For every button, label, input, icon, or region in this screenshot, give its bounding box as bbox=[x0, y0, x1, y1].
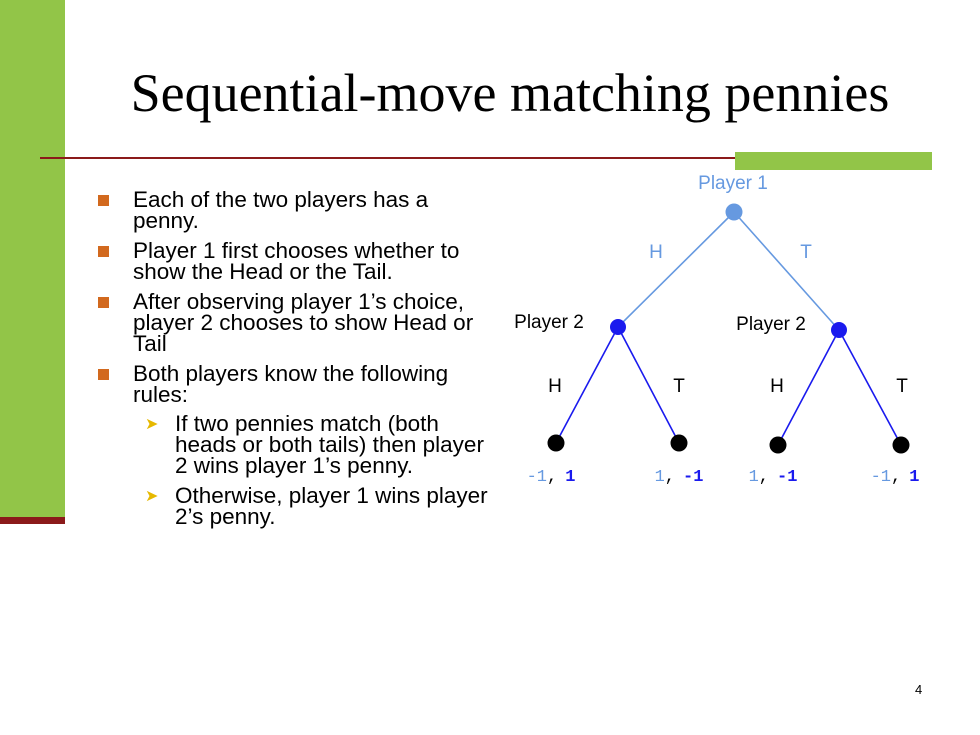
sub-bullet-text: Otherwise, player 1 wins player 2’s penn… bbox=[175, 483, 488, 529]
square-bullet-icon bbox=[98, 246, 109, 257]
right-edge-label-t: T bbox=[896, 376, 908, 397]
game-tree: Player 1 H T Player 2 Player 2 H T H T -… bbox=[514, 173, 920, 487]
bullet-text: Both players know the following rules: bbox=[133, 361, 449, 407]
player2-right-node bbox=[831, 322, 847, 338]
title-divider bbox=[40, 157, 932, 159]
divider-accent bbox=[735, 152, 932, 170]
terminal-node bbox=[769, 436, 787, 454]
sub-bullet-item: ➤ Otherwise, player 1 wins player 2’s pe… bbox=[133, 483, 491, 529]
payoff-label: -1, 1 bbox=[871, 468, 920, 487]
root-edge-label-t: T bbox=[800, 242, 812, 263]
bullet-list: Each of the two players has a penny. Pla… bbox=[96, 187, 491, 536]
left-accent-bar-base bbox=[0, 517, 65, 524]
terminal-node bbox=[670, 434, 688, 452]
payoff-p2: 1 bbox=[565, 468, 575, 487]
payoff-p1: 1 bbox=[749, 468, 759, 487]
bullet-item: After observing player 1’s choice, playe… bbox=[96, 289, 491, 356]
payoff-separator: , bbox=[665, 468, 675, 487]
right-edge-label-h: H bbox=[770, 376, 784, 397]
payoff-separator: , bbox=[547, 468, 557, 487]
bullet-text: Player 1 first chooses whether to show t… bbox=[133, 238, 460, 284]
payoff-label: 1, -1 bbox=[749, 468, 798, 487]
payoff-p1: -1 bbox=[527, 468, 547, 487]
payoff-label: 1, -1 bbox=[655, 468, 704, 487]
bullet-text: Each of the two players has a penny. bbox=[133, 187, 429, 233]
root-node bbox=[725, 203, 743, 221]
bullet-item: Player 1 first chooses whether to show t… bbox=[96, 238, 491, 284]
square-bullet-icon bbox=[98, 369, 109, 380]
square-bullet-icon bbox=[98, 297, 109, 308]
left-edge-label-h: H bbox=[548, 376, 562, 397]
edge-root-right bbox=[733, 211, 840, 331]
payoff-p1: -1 bbox=[871, 468, 891, 487]
right-player-label: Player 2 bbox=[736, 314, 806, 335]
sub-bullet-list: ➤ If two pennies match (both heads or bo… bbox=[133, 411, 491, 529]
sub-bullet-text: If two pennies match (both heads or both… bbox=[175, 411, 484, 478]
arrow-bullet-icon: ➤ bbox=[145, 488, 159, 505]
root-edge-label-h: H bbox=[649, 242, 663, 263]
bullet-text: After observing player 1’s choice, playe… bbox=[133, 289, 474, 356]
left-accent-bar bbox=[0, 0, 65, 522]
slide-title: Sequential-move matching pennies bbox=[130, 63, 890, 123]
edge-left-t bbox=[617, 326, 680, 444]
edge-root-left bbox=[617, 211, 735, 328]
bullet-item: Each of the two players has a penny. bbox=[96, 187, 491, 233]
payoff-p2: -1 bbox=[777, 468, 797, 487]
left-player-label: Player 2 bbox=[514, 312, 584, 333]
arrow-bullet-icon: ➤ bbox=[145, 416, 159, 433]
root-player-label: Player 1 bbox=[698, 173, 768, 194]
payoff-p2: -1 bbox=[683, 468, 703, 487]
payoff-p2: 1 bbox=[909, 468, 919, 487]
terminal-node bbox=[892, 436, 910, 454]
page-number: 4 bbox=[915, 682, 923, 697]
edge-left-h bbox=[555, 326, 619, 444]
terminal-node bbox=[547, 434, 565, 452]
sub-bullet-item: ➤ If two pennies match (both heads or bo… bbox=[133, 411, 491, 478]
left-edge-label-t: T bbox=[673, 376, 685, 397]
payoff-separator: , bbox=[759, 468, 769, 487]
player2-left-node bbox=[610, 319, 626, 335]
payoff-p1: 1 bbox=[655, 468, 665, 487]
payoff-label: -1, 1 bbox=[527, 468, 576, 487]
bullet-item: Both players know the following rules: ➤… bbox=[96, 361, 491, 529]
square-bullet-icon bbox=[98, 195, 109, 206]
edge-right-t bbox=[838, 329, 902, 446]
payoff-separator: , bbox=[891, 468, 901, 487]
edge-right-h bbox=[777, 329, 840, 446]
